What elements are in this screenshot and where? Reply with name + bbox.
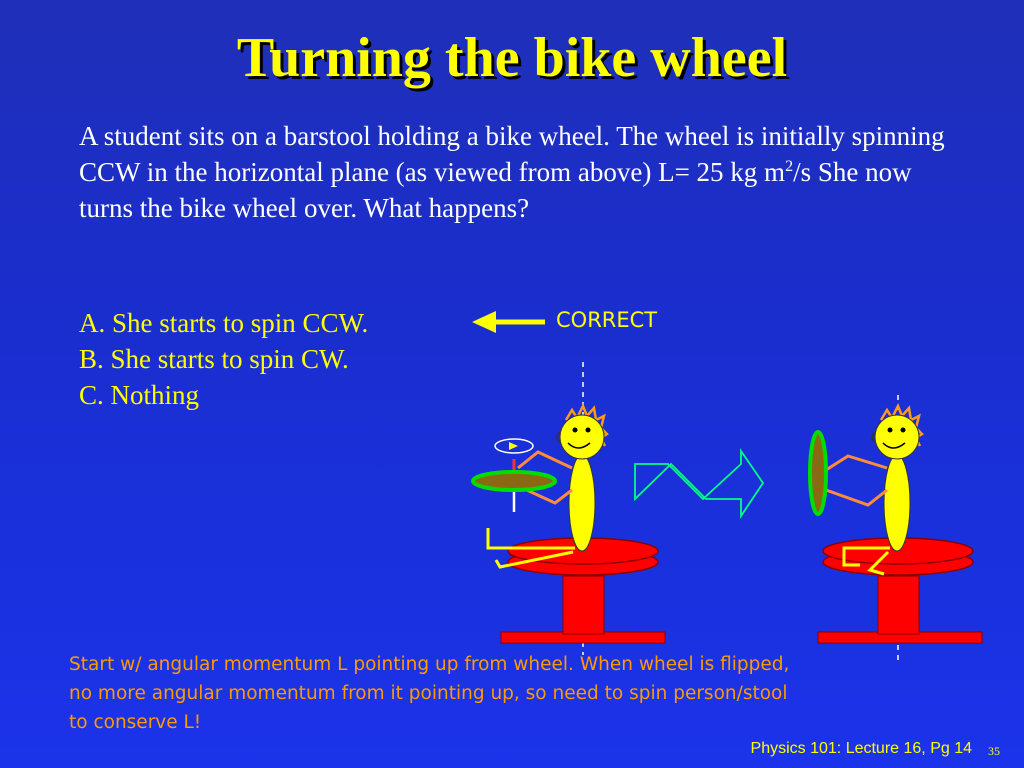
scene-after xyxy=(808,395,983,660)
bike-wheel-horizontal xyxy=(471,438,557,512)
question-part-2: /s She now turns the bike wheel over. Wh… xyxy=(79,157,912,223)
answer-options: A. She starts to spin CCW. B. She starts… xyxy=(79,305,368,413)
explanation-text: Start w/ angular momentum L pointing up … xyxy=(69,654,790,733)
footer-lecture: Physics 101: Lecture 16, Pg 14 xyxy=(750,740,972,757)
left-arrow-icon xyxy=(472,311,545,333)
question-part-1: A student sits on a barstool holding a b… xyxy=(79,121,945,187)
bike-wheel-vertical xyxy=(808,430,828,516)
page-number: 35 xyxy=(988,744,1000,758)
person-head xyxy=(556,402,609,460)
slide-title: Turning the bike wheel xyxy=(236,27,788,89)
person-head-2 xyxy=(871,402,924,460)
question-text: A student sits on a barstool holding a b… xyxy=(79,118,949,226)
option-b: B. She starts to spin CW. xyxy=(79,344,349,374)
transition-arrow-icon xyxy=(634,448,765,519)
option-a: A. She starts to spin CCW. xyxy=(79,308,369,338)
option-c: C. Nothing xyxy=(79,380,200,410)
stool xyxy=(500,537,666,644)
correct-label: CORRECT xyxy=(556,308,658,332)
question-superscript: 2 xyxy=(785,158,794,175)
scene-before xyxy=(471,362,666,655)
